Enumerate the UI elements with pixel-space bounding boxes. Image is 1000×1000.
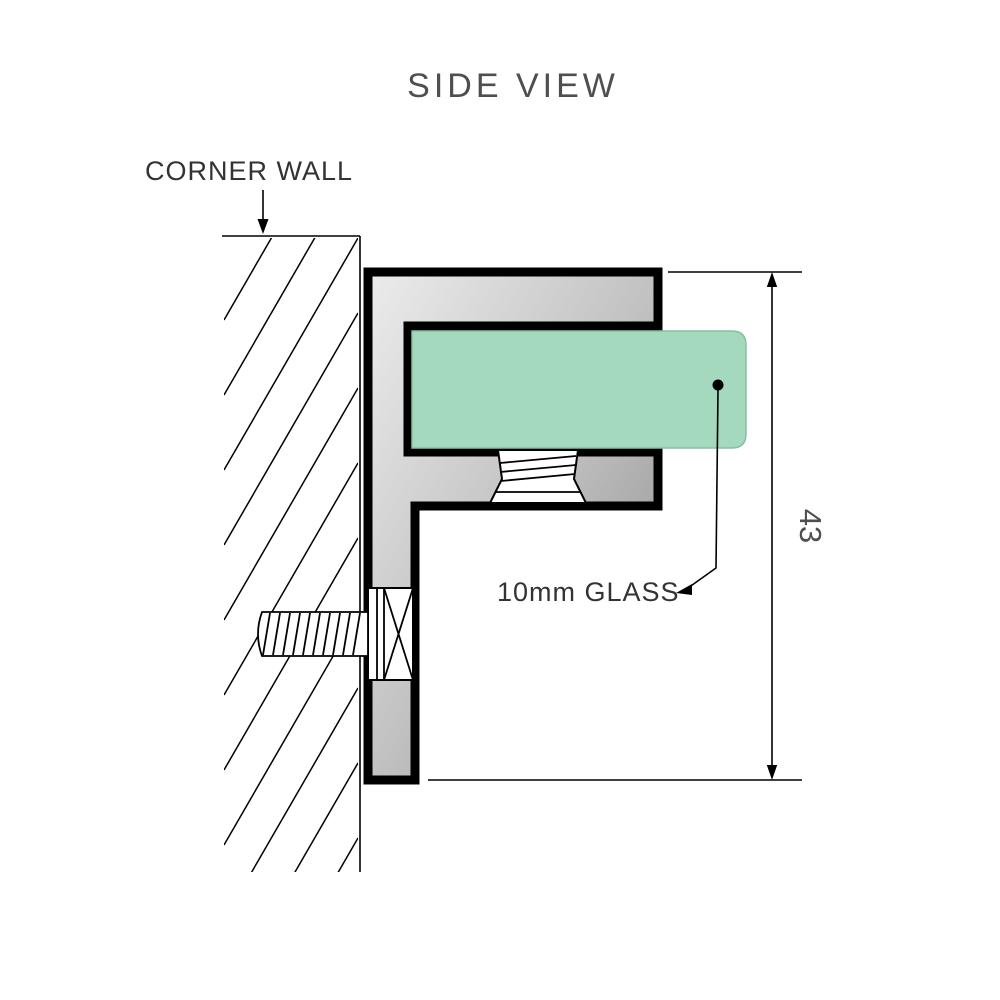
screw-head-recess bbox=[367, 587, 414, 681]
leader-arrowhead-icon bbox=[676, 584, 692, 595]
diagram-title: SIDE VIEW bbox=[407, 67, 619, 105]
dimension-arrowhead-top-icon bbox=[766, 272, 778, 287]
dimension-value: 43 bbox=[793, 509, 828, 543]
glass-leader-line bbox=[687, 389, 719, 589]
wall-hatching bbox=[224, 238, 358, 872]
dimension-arrowhead-bottom-icon bbox=[766, 765, 778, 780]
leader-dot-icon bbox=[712, 379, 724, 391]
glass-panel-edge bbox=[411, 330, 747, 449]
screw-threads bbox=[262, 612, 361, 656]
glass-panel bbox=[412, 331, 746, 448]
down-arrowhead-icon bbox=[257, 219, 269, 234]
dimension-43: 43 bbox=[428, 271, 828, 781]
wall-fixing-screw bbox=[257, 587, 414, 681]
clamp-grub-screw bbox=[488, 449, 588, 504]
glass-callout: 10mm GLASS bbox=[497, 379, 724, 607]
corner-wall-label: CORNER WALL bbox=[145, 156, 353, 186]
wall-bracket-profile bbox=[363, 267, 663, 785]
glass-label: 10mm GLASS bbox=[497, 577, 680, 607]
